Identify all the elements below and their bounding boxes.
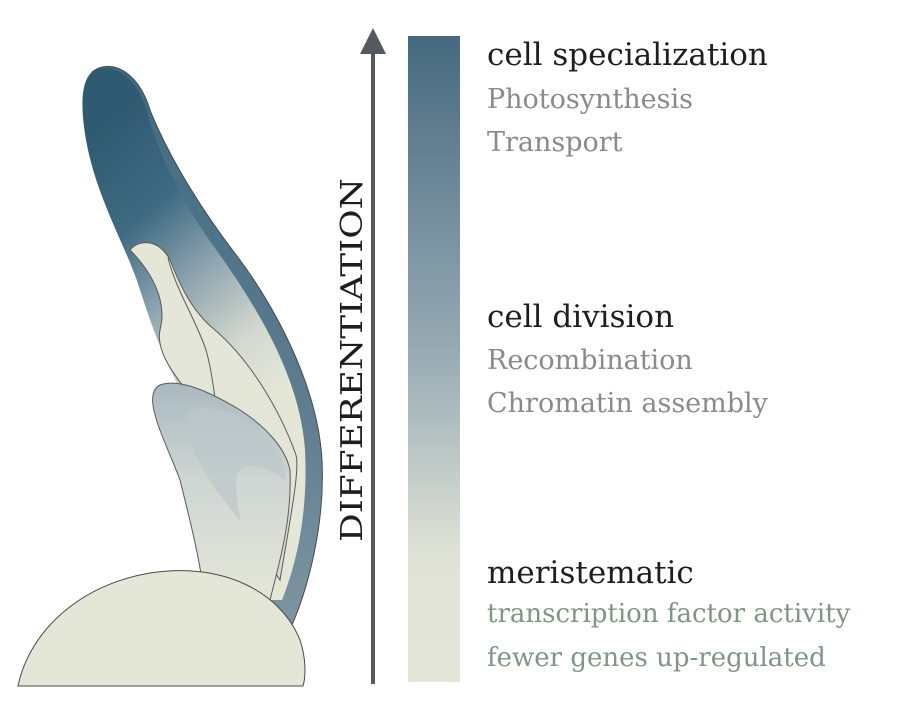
gradient-bar [408,36,460,682]
stage-division-item: Chromatin assembly [487,388,768,419]
leaf-drawing [17,65,323,687]
stage-specialization-item: Transport [487,127,623,158]
stage-specialization-title: cell specialization [487,37,768,73]
stage-meristematic-title: meristematic [487,555,694,591]
young-primordium-inner [187,408,286,520]
stage-meristematic-item: transcription factor activity [487,599,851,629]
shoot-apex-dome [17,570,306,687]
stage-division-title: cell division [487,299,675,335]
stage-meristematic-item: fewer genes up-regulated [487,643,826,673]
stage-division-item: Recombination [487,345,693,376]
axis-label: DIFFERENTIATION [335,178,370,542]
differentiation-arrow [360,28,386,684]
stage-specialization-item: Photosynthesis [487,84,693,115]
